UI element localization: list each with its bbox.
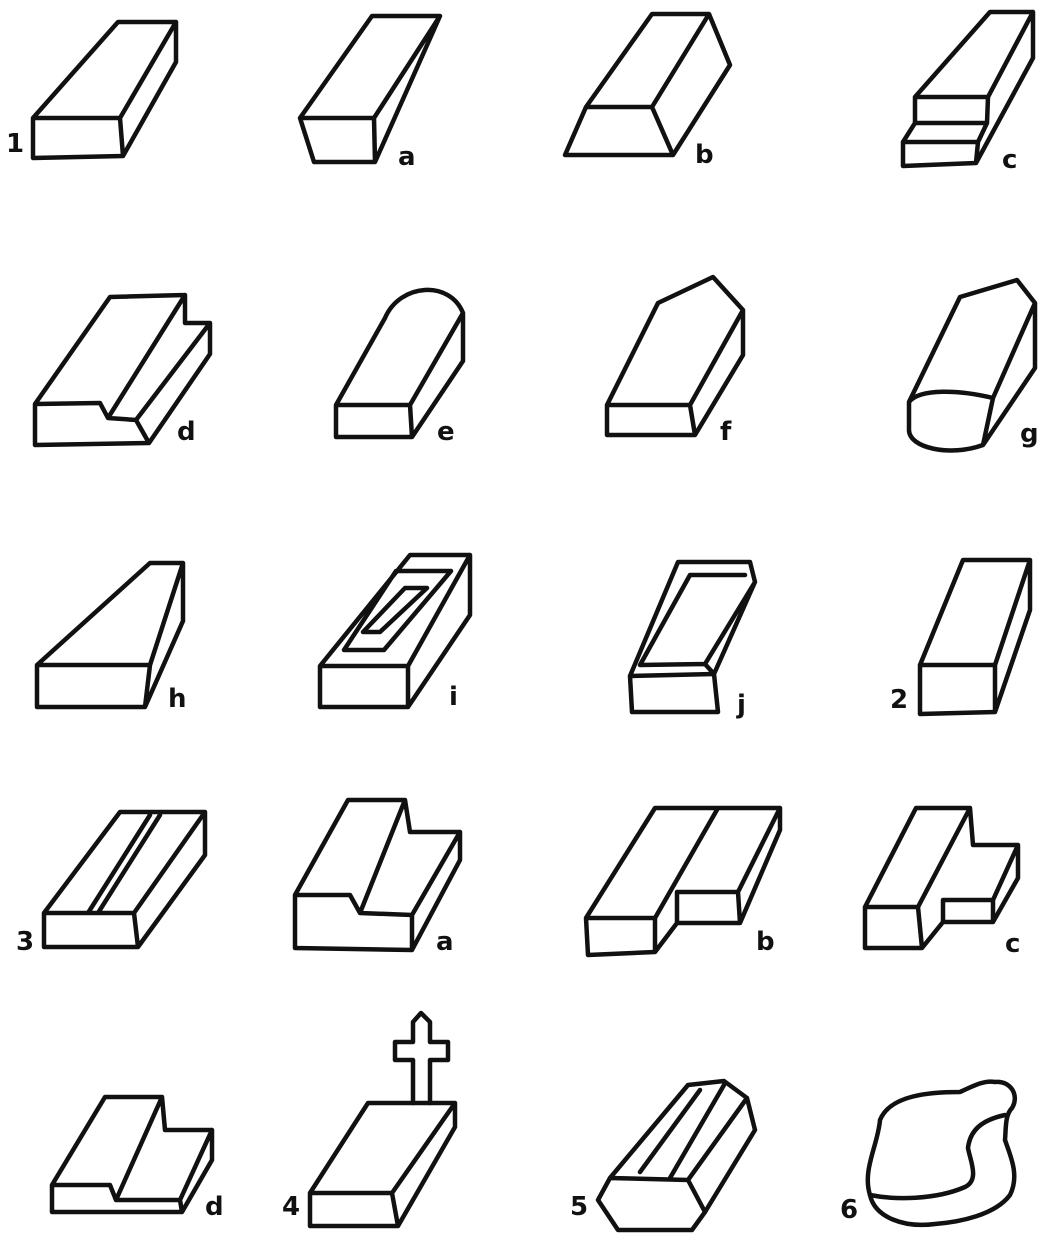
shape-1h-sloped-slab: h	[37, 563, 187, 714]
label-3: 3	[16, 927, 34, 957]
shape-1e-rounded-head-slab: e	[336, 290, 463, 447]
shape-4-slab-with-cross: 4	[282, 1013, 455, 1226]
label-1a: a	[398, 142, 416, 172]
shape-2-upright-block: 2	[890, 560, 1030, 715]
label-3d: d	[205, 1192, 224, 1222]
label-1g: g	[1020, 419, 1039, 449]
label-3a: a	[436, 927, 454, 957]
shape-1b-trapezoid-prism: b	[565, 14, 730, 170]
shape-1g-rounded-foot-slab: g	[909, 280, 1039, 450]
label-2: 2	[890, 685, 908, 715]
label-1c: c	[1002, 145, 1017, 175]
label-1b: b	[695, 140, 714, 170]
shape-5-coped-slab: 5	[570, 1081, 755, 1230]
label-1f: f	[720, 417, 732, 447]
label-1d: d	[177, 417, 196, 447]
shape-1d-stepped-ledge: d	[35, 295, 210, 447]
shape-3a-stepped-slab: a	[295, 800, 460, 957]
label-1i: i	[449, 682, 458, 712]
shape-1c-stepped-slab: c	[903, 12, 1033, 175]
shape-1-rectangular-slab: 1	[6, 22, 176, 159]
label-3c: c	[1005, 929, 1020, 959]
label-1j: j	[736, 690, 746, 720]
shape-1a-tapered-slab: a	[300, 16, 440, 172]
shape-3-grooved-slab: 3	[16, 812, 205, 957]
shape-6-irregular-stone: 6	[840, 1082, 1015, 1225]
shape-3d-stepped-slab: d	[52, 1097, 224, 1222]
shape-1i-framed-sunken-slab: i	[320, 555, 470, 712]
label-5: 5	[570, 1192, 588, 1222]
shape-1j-bevelled-slab: j	[630, 562, 755, 720]
shape-3c-stepped-block: c	[865, 808, 1020, 959]
label-3b: b	[756, 927, 775, 957]
label-1: 1	[6, 129, 24, 159]
label-6: 6	[840, 1195, 858, 1225]
shape-3b-stepped-block: b	[586, 808, 780, 957]
label-1h: h	[168, 684, 187, 714]
label-4: 4	[282, 1192, 300, 1222]
shape-1f-pointed-head-slab: f	[607, 277, 743, 447]
label-1e: e	[437, 417, 455, 447]
